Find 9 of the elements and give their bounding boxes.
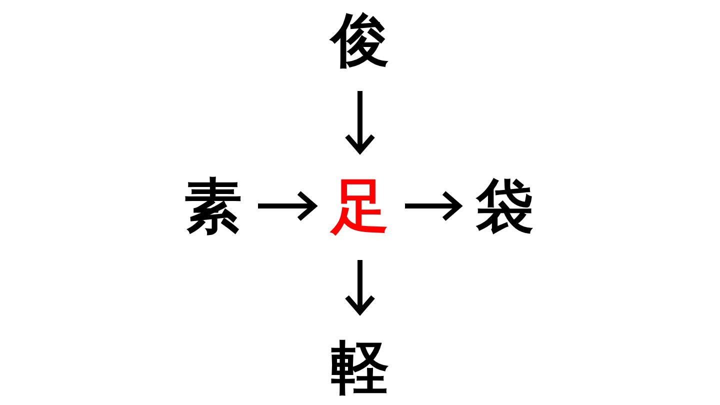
kanji-character: 足 — [331, 177, 389, 235]
kanji-character: 俊 — [331, 11, 389, 69]
kanji-character: 軽 — [331, 338, 389, 396]
arrow — [258, 190, 316, 222]
arrow — [405, 190, 462, 222]
arrow — [344, 91, 376, 154]
arrow — [344, 260, 376, 314]
kanji-character: 素 — [184, 177, 242, 235]
kanji-character: 袋 — [476, 177, 534, 235]
